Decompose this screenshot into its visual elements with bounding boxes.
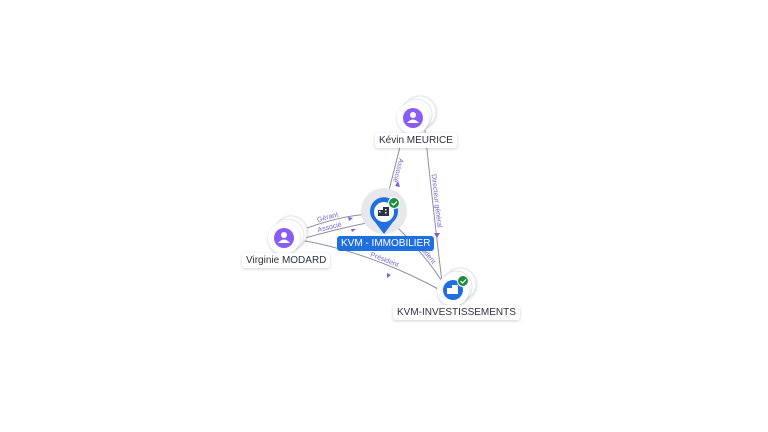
edge-label: Associé: [391, 158, 404, 184]
svg-text:Gérant: Gérant: [316, 212, 339, 224]
node-label-kevin-meurice[interactable]: Kévin MEURICE: [375, 133, 457, 148]
edge-label: Gérant: [316, 212, 339, 224]
node-kvm-investissements[interactable]: [437, 267, 477, 306]
person-icon: [274, 228, 294, 248]
building-icon: [378, 207, 389, 216]
building-icon: [447, 285, 458, 294]
node-label-kvm-investissements[interactable]: KVM-INVESTISSEMENTS: [393, 305, 520, 320]
verified-check-icon: [388, 197, 400, 209]
svg-text:Associé: Associé: [391, 158, 404, 184]
edge-kevin-kvm-investissements: Directeur général: [424, 129, 444, 291]
person-icon: [403, 108, 423, 128]
verified-check-icon: [457, 275, 469, 287]
node-kevin-meurice[interactable]: [397, 95, 437, 134]
node-label-virginie-modard[interactable]: Virginie MODARD: [242, 253, 331, 268]
node-kvm-immobilier[interactable]: [361, 188, 407, 234]
svg-text:Directeur général: Directeur général: [430, 174, 443, 229]
edge-label: Directeur général: [430, 174, 443, 229]
node-virginie-modard[interactable]: [268, 215, 308, 254]
node-label-kvm-immobilier[interactable]: KVM - IMMOBILIER: [337, 236, 435, 251]
